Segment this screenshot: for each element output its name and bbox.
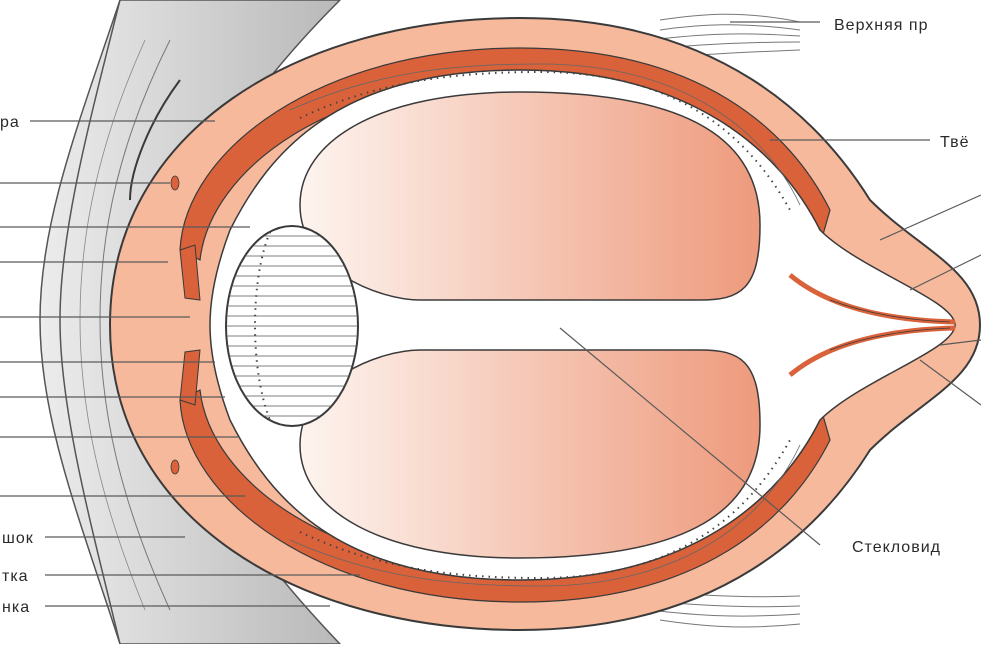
- vitreous-upper-chamber: [300, 92, 760, 300]
- label-right-1: Верхняя пр: [834, 17, 928, 34]
- vitreous-lower-chamber: [300, 350, 760, 558]
- canal-upper: [171, 176, 179, 190]
- label-right-3: Стекловид: [852, 539, 941, 556]
- label-left-1: ра: [0, 114, 20, 131]
- label-right-2: Твё: [940, 134, 969, 151]
- label-left-10: шок: [2, 530, 34, 547]
- label-left-12: нка: [2, 599, 30, 616]
- label-left-11: тка: [2, 568, 29, 585]
- canal-lower: [171, 460, 179, 474]
